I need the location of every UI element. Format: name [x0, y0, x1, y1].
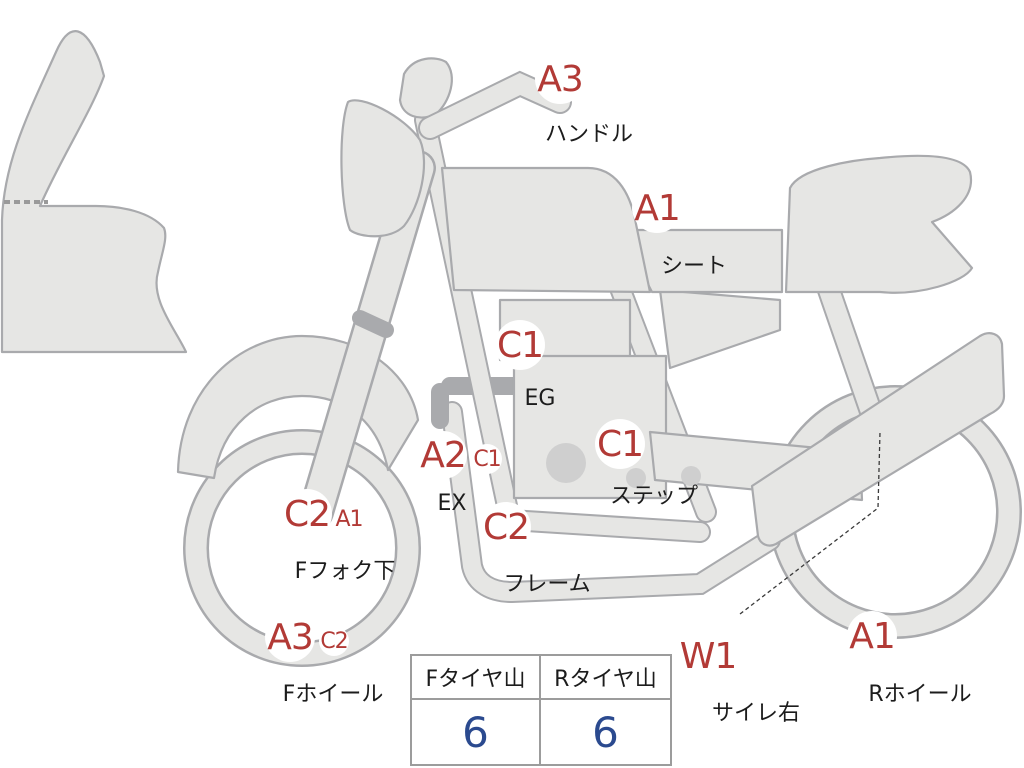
- engine-rating: C1: [495, 320, 545, 370]
- tail-cowl: [784, 154, 974, 294]
- seat-label: シート: [660, 254, 728, 279]
- fork-rating: C2: [282, 489, 332, 539]
- front-wheel-label: Fホイール: [282, 682, 384, 707]
- fork-label: Fフォク下: [294, 559, 396, 584]
- side-cover: [658, 288, 782, 370]
- silencer-label: サイレ右: [711, 701, 801, 726]
- exhaust-sub-rating: C1: [472, 444, 502, 474]
- front-tread-header: Fタイヤ山: [412, 656, 541, 700]
- muffler: [750, 332, 1006, 547]
- rear-wheel-rating: A1: [847, 611, 897, 661]
- tire-tread-table: Fタイヤ山 Rタイヤ山 6 6: [410, 654, 672, 766]
- step-label: ステップ: [609, 484, 699, 509]
- front-fender: [176, 334, 420, 480]
- front-tread-value: 6: [412, 700, 541, 764]
- handle-rating: A3: [535, 54, 585, 104]
- frame-rating: C2: [481, 502, 531, 552]
- headlight: [340, 99, 426, 238]
- mirror: [398, 57, 453, 119]
- rear-tread-value: 6: [592, 707, 619, 757]
- seat-rating: A1: [632, 183, 682, 233]
- exhaust-rating: A2: [419, 431, 467, 479]
- step-rating: C1: [595, 419, 645, 469]
- rear-tread-header: Rタイヤ山: [541, 656, 670, 700]
- frame-label: フレーム: [503, 572, 591, 597]
- rear-wheel-label: Rホイール: [868, 682, 972, 707]
- fork-sub-rating: A1: [334, 504, 364, 534]
- handle-label: ハンドル: [544, 122, 634, 147]
- fuel-tank: [440, 166, 652, 294]
- silencer-rating: W1: [680, 631, 737, 681]
- exhaust-label: EX: [437, 491, 467, 516]
- engine-label: EG: [524, 386, 556, 411]
- front-wheel-rating: A3: [265, 612, 315, 662]
- silencer-leader-line: [739, 431, 881, 615]
- front-wheel-sub-rating: C2: [319, 626, 349, 656]
- fairing-cowl: [0, 30, 188, 354]
